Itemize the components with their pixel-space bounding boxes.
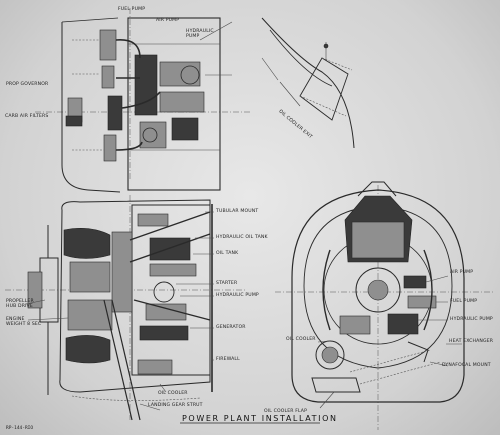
label-starter: STARTER <box>216 281 238 286</box>
label-landing-gear-strut: LANDING GEAR STRUT <box>148 403 203 408</box>
label-hydraulic-oil-tank: HYDRAULIC OIL TANK <box>216 235 268 240</box>
label-fuel-pump-top: FUEL PUMP <box>118 7 146 12</box>
label-oil-tank: OIL TANK <box>216 251 239 256</box>
label-propeller-hub-drive: PROPELLER HUB DRIVE <box>6 299 34 309</box>
oil-cooler-exit-detail <box>261 17 355 149</box>
drawing-number: RP-144-RIO <box>6 426 34 431</box>
label-heat-exchanger: HEAT EXCHANGER <box>449 339 494 344</box>
label-air-pump-top: AIR PUMP <box>156 18 180 23</box>
label-fuel-pump-front: FUEL PUMP <box>450 299 478 304</box>
label-oil-cooler-flap: OIL COOLER FLAP <box>264 409 308 414</box>
drawing-title: POWER PLANT INSTALLATION <box>182 414 338 423</box>
top-plan-view <box>35 8 250 193</box>
front-elevation-view <box>275 181 495 430</box>
label-prop-governor: PROP GOVERNOR <box>6 82 49 87</box>
label-air-pump-front: AIR PUMP <box>450 270 474 275</box>
label-oil-cooler-side: OIL COOLER <box>158 391 188 396</box>
label-dynafocal-mount: DYNAFOCAL MOUNT <box>442 363 491 368</box>
label-hydraulic-pump-front: HYDRAULIC PUMP <box>450 317 493 322</box>
label-hydraulic-pump-top: HYDRAULIC PUMP <box>186 29 214 39</box>
label-oil-cooler-front: OIL COOLER <box>286 337 316 342</box>
label-generator: GENERATOR <box>216 325 246 330</box>
label-engine-weight: ENGINE WEIGHT 8 SEC <box>6 317 42 327</box>
label-carb-air-filters: CARB AIR FILTERS <box>5 114 49 119</box>
label-hydraulic-pump-side: HYDRAULIC PUMP <box>216 293 259 298</box>
label-tubular-mount: TUBULAR MOUNT <box>216 209 259 214</box>
label-firewall: FIREWALL <box>216 357 240 362</box>
side-elevation-view <box>5 195 245 421</box>
